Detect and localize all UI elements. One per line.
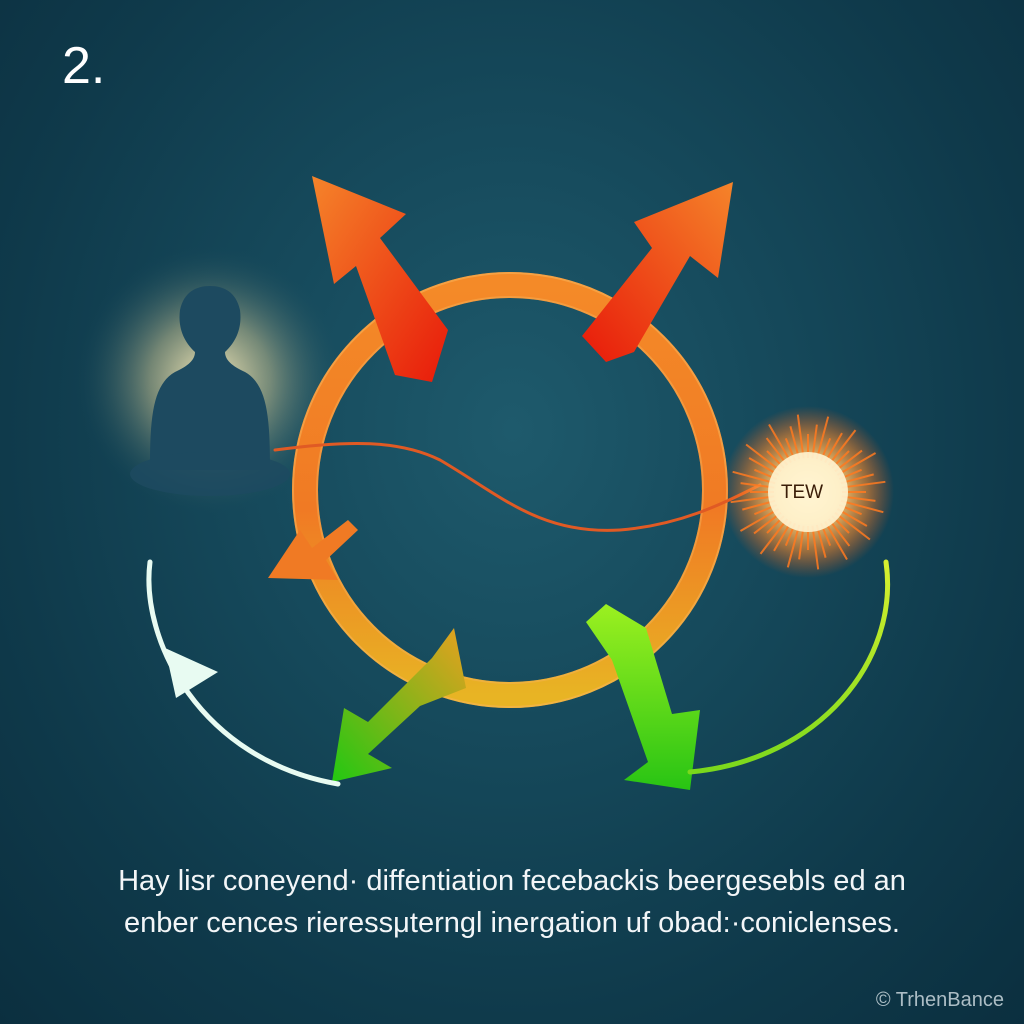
- starburst-ray: [824, 520, 848, 561]
- person-silhouette-icon: [75, 245, 345, 515]
- starburst-ray: [786, 524, 801, 568]
- return-arc-right: [687, 559, 890, 775]
- starburst-ray: [745, 443, 782, 473]
- caption-line-2: enber cences rieressμterngl inergation u…: [124, 907, 900, 939]
- feedback-ring: [292, 272, 728, 708]
- starburst-ray: [827, 429, 857, 466]
- starburst-ray: [730, 495, 775, 504]
- starburst-ray: [796, 414, 805, 459]
- arrow-top-right: [582, 182, 733, 362]
- arrow-bottom-right: [586, 604, 700, 790]
- starburst-ray: [759, 518, 789, 555]
- burst-label: TEW: [780, 482, 824, 503]
- caption-line-1: Hay lisr coneyend· diffentiation fecebac…: [118, 865, 906, 897]
- watermark: © TrhenBance: [875, 989, 1004, 1011]
- return-arrowhead-left: [165, 648, 218, 698]
- starburst-ray: [768, 423, 792, 464]
- wave-line: [273, 441, 762, 532]
- ring-left-arrowhead: [268, 520, 358, 580]
- starburst-ray: [815, 416, 830, 460]
- starburst-ray: [840, 499, 884, 514]
- starburst-ray: [811, 525, 820, 570]
- arrow-bottom-left: [332, 628, 466, 782]
- step-number: 2.: [62, 37, 106, 95]
- return-arc-left: [146, 559, 341, 787]
- starburst-ray: [836, 452, 877, 476]
- starburst-icon: [722, 406, 894, 578]
- starburst-ray: [732, 470, 776, 485]
- caption: Hay lisr coneyend· diffentiation fecebac…: [60, 860, 964, 944]
- starburst-ray: [834, 511, 871, 541]
- arrow-top-left: [312, 176, 448, 382]
- starburst-ray: [841, 480, 886, 489]
- starburst-ray: [739, 508, 780, 532]
